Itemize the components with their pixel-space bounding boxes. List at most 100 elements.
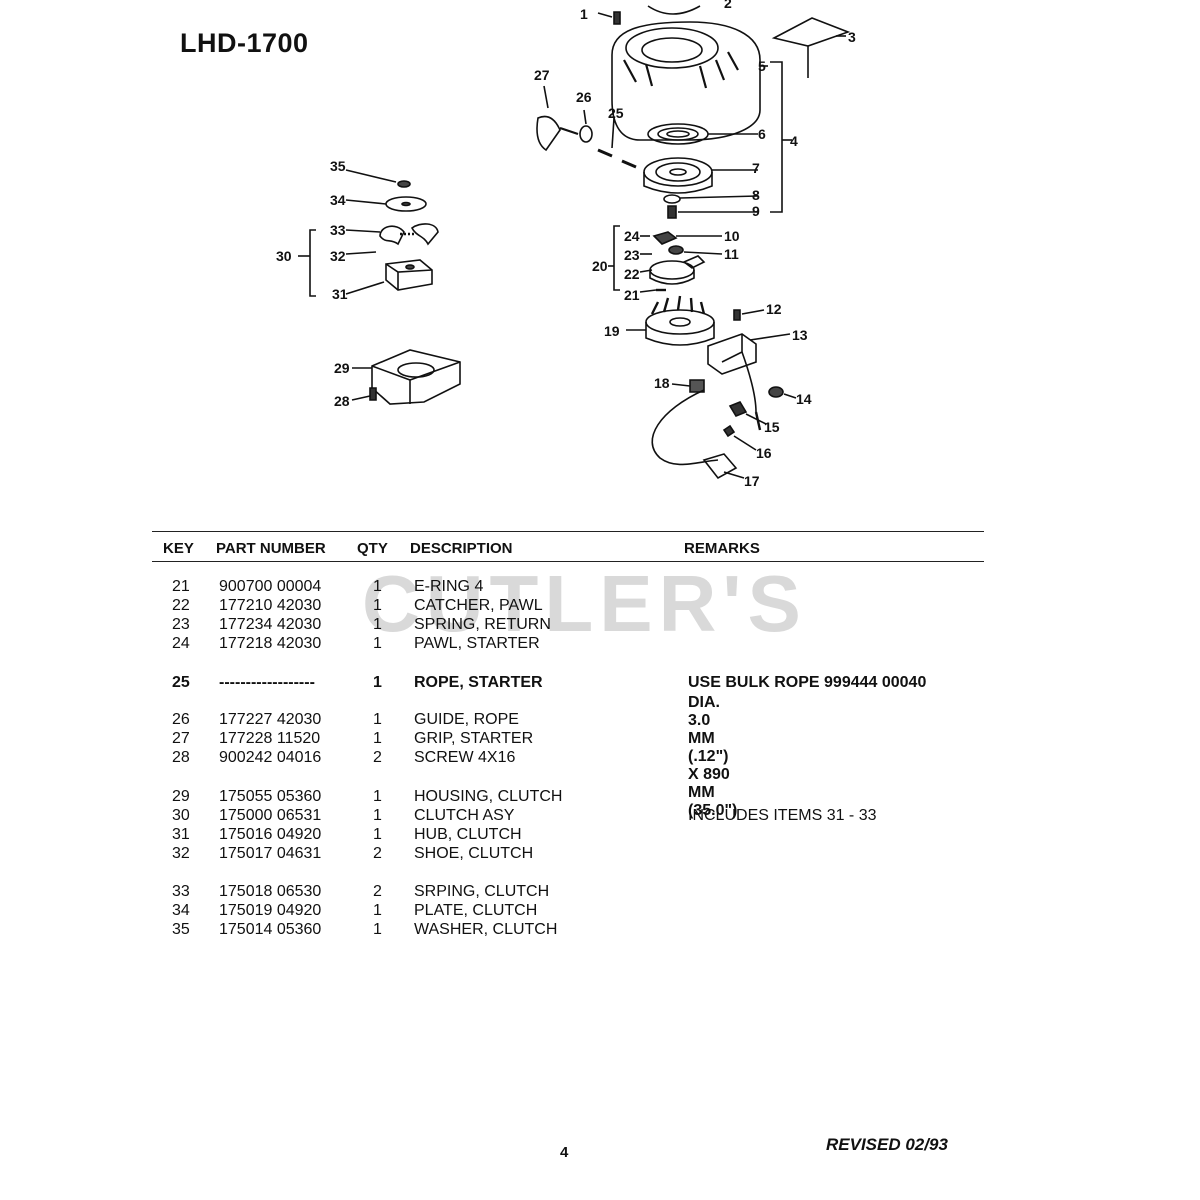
cell-part-number: 175017 04631 [219,845,322,862]
cell-qty: 2 [373,749,382,766]
page-number: 4 [560,1144,569,1161]
callout-label: 7 [752,160,760,176]
callout-label: 28 [334,393,350,409]
callout-label: 17 [744,473,760,489]
callout-label: 22 [624,266,640,282]
cell-qty: 1 [373,788,382,805]
callout-label: 31 [332,286,348,302]
table-row: 28 900242 04016 2 SCREW 4X16 [0,749,1000,768]
cell-qty: 1 [373,711,382,728]
cell-qty: 1 [373,597,382,614]
cell-qty: 1 [373,635,382,652]
cell-remarks: INCLUDES ITEMS 31 - 33 [688,807,877,824]
table-row: 26 177227 42030 1 GUIDE, ROPE [0,711,1000,730]
cell-qty: 1 [373,826,382,843]
table-row: 34 175019 04920 1 PLATE, CLUTCH [0,902,1000,921]
table-row: 32 175017 04631 2 SHOE, CLUTCH [0,845,1000,864]
cell-description: E-RING 4 [414,578,484,595]
header-remarks: REMARKS [684,540,760,557]
callout-label: 20 [592,258,608,274]
callout-label: 12 [766,301,782,317]
callout-label: 34 [330,192,346,208]
cell-key: 28 [172,749,190,766]
cell-description: SPRING, RETURN [414,616,551,633]
cell-key: 30 [172,807,190,824]
table-row: 33 175018 06530 2 SRPING, CLUTCH [0,883,1000,902]
callout-label: 10 [724,228,740,244]
cell-part-number: 177218 42030 [219,635,322,652]
callout-label: 3 [848,29,856,45]
callout-label: 4 [790,133,798,149]
cell-key: 23 [172,616,190,633]
table-row: 24 177218 42030 1 PAWL, STARTER [0,635,1000,654]
callout-label: 35 [330,158,346,174]
cell-description: GRIP, STARTER [414,730,534,747]
cell-part-number: 177228 11520 [219,730,321,747]
cell-part-number: 177227 42030 [219,711,322,728]
cell-part-number: 900700 00004 [219,578,322,595]
callout-label: 27 [534,67,550,83]
cell-key: 22 [172,597,190,614]
cell-qty: 2 [373,845,382,862]
callout-label: 8 [752,187,760,203]
table-row: 25 ------------------ 1 ROPE, STARTER US… [0,674,1000,693]
table-row: 35 175014 05360 1 WASHER, CLUTCH [0,921,1000,940]
cell-part-number: 175014 05360 [219,921,322,938]
callout-label: 9 [752,203,760,219]
cell-part-number: 177210 42030 [219,597,322,614]
callout-label: 14 [796,391,812,407]
cell-description: CLUTCH ASY [414,807,515,824]
cell-description: HUB, CLUTCH [414,826,522,843]
cell-key: 31 [172,826,190,843]
callout-label: 11 [724,246,739,262]
cell-key: 35 [172,921,190,938]
table-row: 23 177234 42030 1 SPRING, RETURN [0,616,1000,635]
callout-label: 16 [756,445,772,461]
callout-label: 18 [654,375,670,391]
cell-part-number: 175018 06530 [219,883,322,900]
callout-label: 6 [758,126,766,142]
callout-label: 29 [334,360,350,376]
cell-description: SCREW 4X16 [414,749,516,766]
cell-part-number: 900242 04016 [219,749,322,766]
table-top-rule [152,531,984,532]
cell-qty: 1 [373,674,382,691]
cell-key: 32 [172,845,190,862]
cell-qty: 1 [373,807,382,824]
header-key: KEY [163,540,194,557]
table-header-rule [152,561,984,562]
cell-part-number: 175000 06531 [219,807,322,824]
cell-key: 34 [172,902,190,919]
cell-key: 27 [172,730,190,747]
header-qty: QTY [357,540,388,557]
callout-label: 2 [724,0,732,11]
cell-key: 26 [172,711,190,728]
cell-description: CATCHER, PAWL [414,597,543,614]
revision-date: REVISED 02/93 [826,1135,948,1154]
callout-label: 13 [792,327,808,343]
cell-qty: 1 [373,578,382,595]
callout-label: 23 [624,247,640,263]
cell-key: 25 [172,674,190,691]
table-row: 21 900700 00004 1 E-RING 4 [0,578,1000,597]
table-row: 22 177210 42030 1 CATCHER, PAWL [0,597,1000,616]
cell-key: 24 [172,635,190,652]
cell-description: WASHER, CLUTCH [414,921,558,938]
cell-qty: 1 [373,730,382,747]
table-row: 27 177228 11520 1 GRIP, STARTER [0,730,1000,749]
diagram-callouts: 1 2 3 4 5 6 7 8 9 10 11 12 13 14 15 16 1… [276,0,856,489]
callout-label: 21 [624,287,640,303]
cell-qty: 2 [373,883,382,900]
cell-part-number: 175019 04920 [219,902,322,919]
cell-description: ROPE, STARTER [414,674,543,691]
callout-label: 25 [608,105,624,121]
header-part-number: PART NUMBER [216,540,326,557]
table-row: 31 175016 04920 1 HUB, CLUTCH [0,826,1000,845]
exploded-parts-diagram: 1 2 3 4 5 6 7 8 9 10 11 12 13 14 15 16 1… [276,0,856,489]
callout-label: 30 [276,248,292,264]
cell-description: SRPING, CLUTCH [414,883,550,900]
callout-label: 32 [330,248,346,264]
table-row: 30 175000 06531 1 CLUTCH ASY INCLUDES IT… [0,807,1000,826]
cell-part-number: ------------------ [219,674,315,691]
callout-label: 24 [624,228,640,244]
